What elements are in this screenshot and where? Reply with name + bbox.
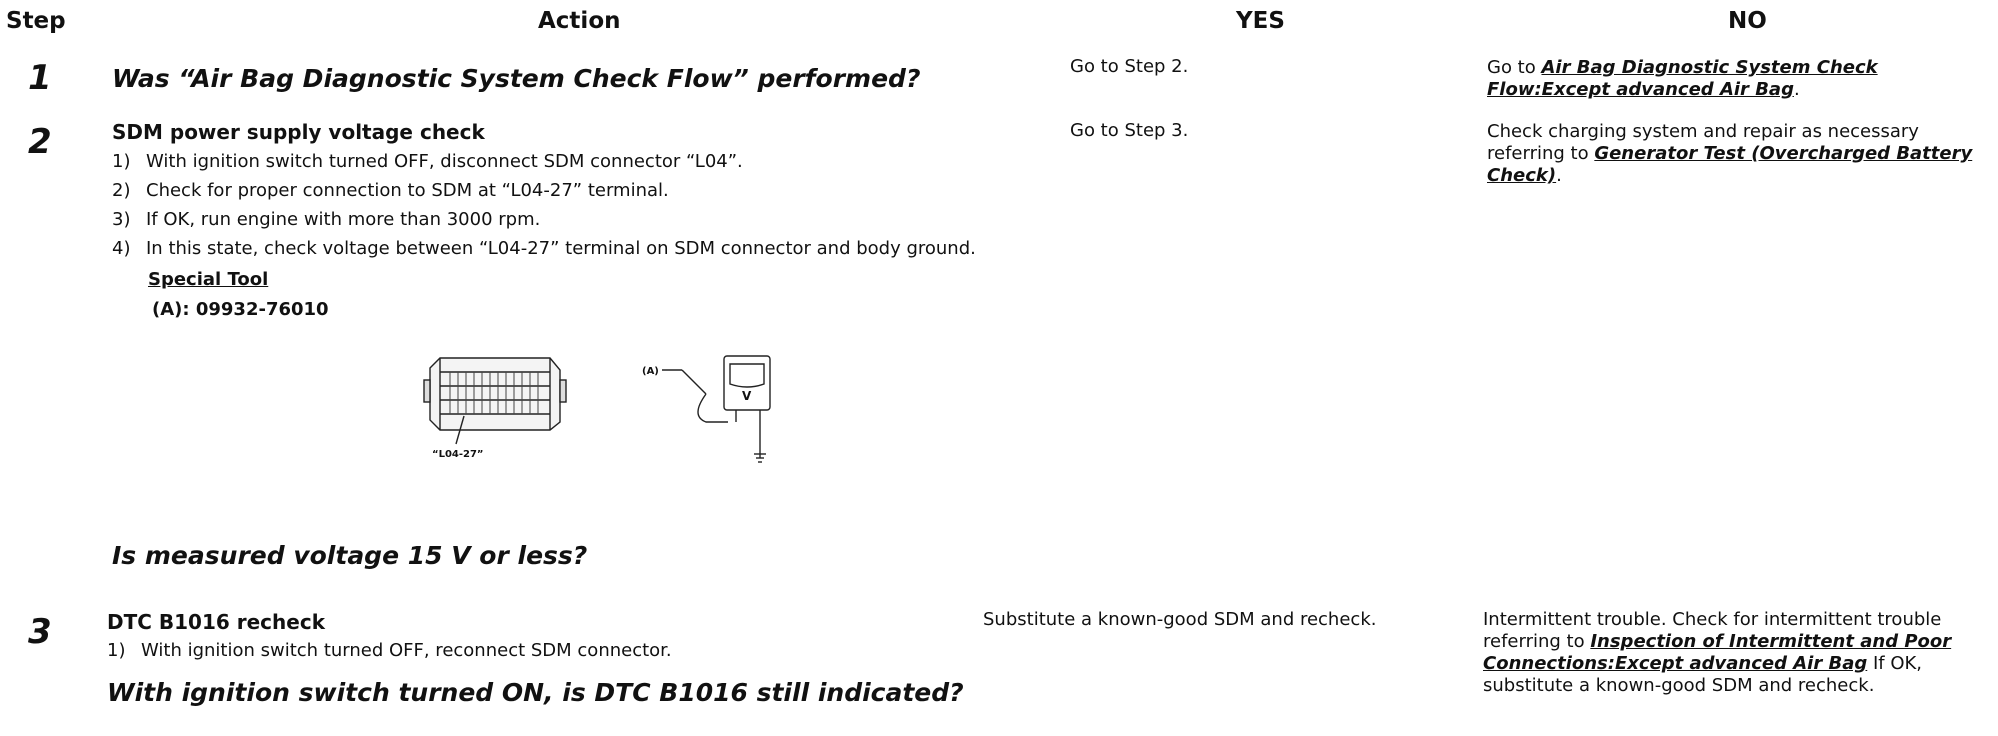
step-1-number: 1 <box>28 58 52 98</box>
step-3-question: With ignition switch turned ON, is DTC B… <box>107 678 964 707</box>
step-1-question: Was “Air Bag Diagnostic System Check Flo… <box>112 64 921 93</box>
substep: 1) With ignition switch turned OFF, recon… <box>107 636 672 665</box>
substep-text: In this state, check voltage between “L0… <box>146 238 976 259</box>
step-1-no-suffix: . <box>1793 79 1800 100</box>
step-2-question: Is measured voltage 15 V or less? <box>112 541 588 570</box>
substep-text: With ignition switch turned OFF, reconne… <box>141 640 672 661</box>
step-2-number: 2 <box>28 122 52 162</box>
terminal-label: “L04-27” <box>432 449 484 460</box>
voltmeter-v-label: V <box>742 389 752 403</box>
substep-text: If OK, run engine with more than 3000 rp… <box>146 209 541 230</box>
step-1-no-prefix: Go to <box>1487 57 1542 78</box>
step-3-no-link[interactable]: Inspection of Intermittent and Poor Conn… <box>1483 631 1952 674</box>
step-1-no-link[interactable]: Air Bag Diagnostic System Check Flow:Exc… <box>1487 57 1878 100</box>
special-tool-value: (A): 09932-76010 <box>152 299 329 320</box>
substep-number: 1) <box>112 151 131 172</box>
step-3-substeps: 1) With ignition switch turned OFF, recon… <box>107 636 672 665</box>
step-2-yes: Go to Step 3. <box>1070 120 1189 141</box>
step-3-yes: Substitute a known-good SDM and recheck. <box>983 609 1377 630</box>
substep-number: 4) <box>112 238 131 259</box>
substep: 4) In this state, check voltage between “… <box>112 234 976 263</box>
substep-text: With ignition switch turned OFF, disconn… <box>146 151 743 172</box>
substep-number: 2) <box>112 180 131 201</box>
substep: 1) With ignition switch turned OFF, disco… <box>112 147 976 176</box>
header-no: NO <box>1728 8 1767 34</box>
step-1-no: Go to Air Bag Diagnostic System Check Fl… <box>1487 57 1992 101</box>
step-2-no-link[interactable]: Generator Test (Overcharged Battery Chec… <box>1487 143 1973 186</box>
step-2-substeps: 1) With ignition switch turned OFF, disco… <box>112 147 976 263</box>
step-2-no-suffix: . <box>1556 165 1562 186</box>
substep-number: 1) <box>107 640 126 661</box>
connector-voltmeter-figure: “L04-27” (A) V <box>423 355 771 463</box>
substep-text: Check for proper connection to SDM at “L… <box>146 180 669 201</box>
substep-number: 3) <box>112 209 131 230</box>
step-2-no: Check charging system and repair as nece… <box>1487 121 1992 187</box>
step-3-no: Intermittent trouble. Check for intermit… <box>1483 609 1985 697</box>
substep: 3) If OK, run engine with more than 3000 … <box>112 205 976 234</box>
tool-a-label: (A) <box>642 366 659 377</box>
step-2-title: SDM power supply voltage check <box>112 120 485 144</box>
step-3-title: DTC B1016 recheck <box>107 610 325 634</box>
step-3-no-prefix: Intermittent trouble. Check for intermit… <box>1483 609 1942 652</box>
voltmeter-icon: V <box>662 355 771 463</box>
special-tool-label: Special Tool <box>148 269 269 290</box>
step-1-yes: Go to Step 2. <box>1070 56 1189 77</box>
header-step: Step <box>6 8 66 34</box>
header-yes: YES <box>1236 8 1285 34</box>
step-2-no-prefix: Check charging system and repair as nece… <box>1487 121 1919 164</box>
sdm-connector-icon <box>423 357 567 445</box>
step-3-no-suffix: If OK, substitute a known-good SDM and r… <box>1483 653 1923 696</box>
header-action: Action <box>538 8 621 34</box>
substep: 2) Check for proper connection to SDM at … <box>112 176 976 205</box>
step-3-number: 3 <box>28 612 52 652</box>
